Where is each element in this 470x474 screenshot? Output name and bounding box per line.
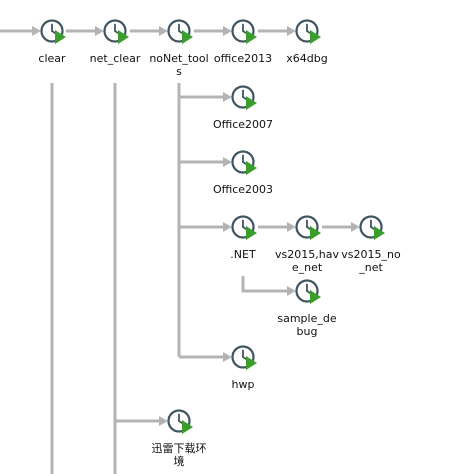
- connector-clear-to-net_clear: [66, 26, 104, 36]
- connector-nonet_tools-to-office2003: [179, 157, 232, 167]
- node-office2013[interactable]: office2013: [214, 19, 272, 66]
- clock-with-play-arrow-icon[interactable]: [295, 215, 323, 242]
- arrowhead: [95, 26, 104, 36]
- connector-entry-to-clear: [0, 26, 41, 36]
- arrowhead: [159, 26, 168, 36]
- node-label: clear: [38, 52, 66, 65]
- node-label: bug: [297, 325, 318, 338]
- connector-nonet_tools-to-hwp: [179, 352, 232, 362]
- arrowhead: [159, 416, 168, 426]
- arrowhead: [32, 26, 41, 36]
- connector-office2013-to-x64dbg: [258, 26, 296, 36]
- clock-with-play-arrow-icon[interactable]: [295, 279, 323, 306]
- node-x64dbg[interactable]: x64dbg: [286, 19, 328, 66]
- node-label: vs2015_no: [341, 248, 401, 261]
- node-label: 境: [174, 454, 185, 468]
- connector-dotnet-to-sample_debug: [241, 276, 296, 296]
- node-label: hwp: [232, 378, 255, 391]
- node-label: e_net: [292, 261, 323, 274]
- node-label: office2013: [214, 52, 272, 65]
- node-dotnet[interactable]: .NET: [230, 215, 259, 262]
- clock-with-play-arrow-icon[interactable]: [103, 19, 131, 46]
- node-label: s: [176, 65, 182, 78]
- node-clear[interactable]: clear: [38, 19, 68, 66]
- node-hwp[interactable]: hwp: [231, 345, 259, 392]
- node-label: net_clear: [90, 52, 141, 65]
- clock-with-play-arrow-icon[interactable]: [167, 409, 195, 436]
- clock-with-play-arrow-icon[interactable]: [167, 19, 195, 46]
- connectors: [0, 26, 360, 474]
- clock-with-play-arrow-icon[interactable]: [231, 150, 259, 177]
- clock-with-play-arrow-icon[interactable]: [231, 85, 259, 112]
- arrowhead: [351, 222, 360, 232]
- connector-vs2015_have_net-to-vs2015_no_net: [322, 222, 360, 232]
- node-label: .NET: [230, 248, 256, 261]
- connector-net_clear-to-xunlei_env: [113, 83, 168, 474]
- arrowhead: [287, 222, 296, 232]
- connector-nonet_tools-to-office2007: [177, 83, 232, 357]
- arrowhead: [223, 352, 232, 362]
- connector-nonet_tools-to-office2013: [194, 26, 232, 36]
- node-office2007[interactable]: Office2007: [213, 85, 273, 132]
- node-office2003[interactable]: Office2003: [213, 150, 273, 197]
- arrowhead: [287, 286, 296, 296]
- node-label: 迅雷下载环: [152, 442, 207, 455]
- connector-net_clear-to-nonet_tools: [130, 26, 168, 36]
- arrowhead: [223, 222, 232, 232]
- clock-with-play-arrow-icon[interactable]: [231, 345, 259, 372]
- clock-with-play-arrow-icon[interactable]: [40, 19, 68, 46]
- clock-with-play-arrow-icon[interactable]: [295, 19, 323, 46]
- connector-dotnet-to-vs2015_have_net: [258, 222, 296, 232]
- node-label: noNet_tool: [149, 52, 208, 65]
- node-label: vs2015,hav: [275, 248, 339, 261]
- arrowhead: [223, 26, 232, 36]
- node-label: Office2003: [213, 183, 273, 196]
- node-label: x64dbg: [286, 52, 327, 65]
- node-label: Office2007: [213, 118, 273, 131]
- node-net_clear[interactable]: net_clear: [90, 19, 141, 66]
- arrowhead: [223, 92, 232, 102]
- node-label: _net: [358, 261, 383, 274]
- arrowhead: [223, 157, 232, 167]
- clock-with-play-arrow-icon[interactable]: [231, 19, 259, 46]
- clock-with-play-arrow-icon[interactable]: [359, 215, 387, 242]
- node-vs2015_no_net[interactable]: vs2015_no_net: [341, 215, 401, 275]
- clock-with-play-arrow-icon[interactable]: [231, 215, 259, 242]
- arrowhead: [287, 26, 296, 36]
- connector-nonet_tools-to-dotnet: [179, 222, 232, 232]
- node-label: sample_de: [277, 312, 336, 325]
